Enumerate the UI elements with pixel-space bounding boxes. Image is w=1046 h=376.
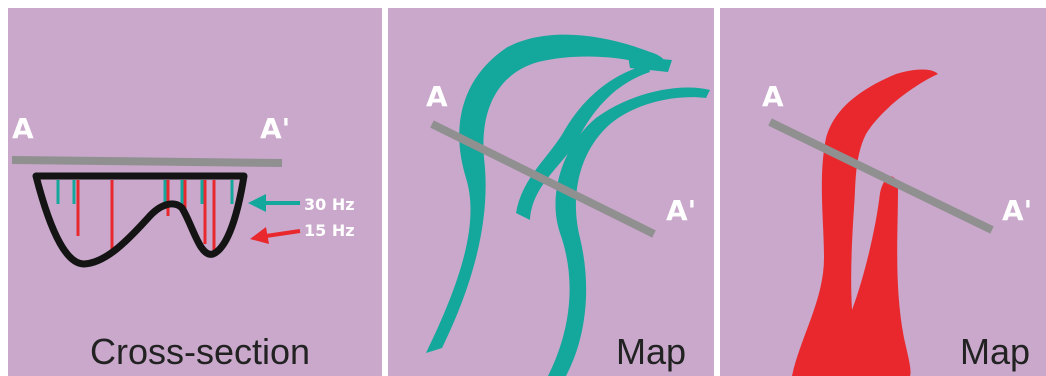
panel-background: [8, 8, 382, 376]
endpoint-a-prime-label: A': [1002, 194, 1032, 227]
map-panel-30hz: A A' Map: [388, 8, 714, 376]
section-line: [12, 160, 282, 163]
map-diagram-30hz: A A' Map: [388, 8, 714, 376]
map-panel-15hz: A A' Map: [720, 8, 1046, 376]
endpoint-a-prime-label: A': [666, 194, 696, 227]
panel-caption: Cross-section: [90, 331, 310, 372]
panel-caption: Map: [960, 331, 1030, 372]
endpoint-a-prime-label: A': [260, 112, 290, 145]
cross-section-panel: A A' 30 Hz 15 Hz Cross-section: [8, 8, 382, 376]
30hz-label: 30 Hz: [304, 195, 355, 214]
endpoint-a-label: A: [12, 112, 34, 145]
panel-caption: Map: [616, 331, 686, 372]
map-diagram-15hz: A A' Map: [720, 8, 1046, 376]
endpoint-a-label: A: [426, 80, 448, 113]
cross-section-diagram: A A' 30 Hz 15 Hz Cross-section: [8, 8, 382, 376]
15hz-label: 15 Hz: [304, 221, 355, 240]
endpoint-a-label: A: [762, 80, 784, 113]
